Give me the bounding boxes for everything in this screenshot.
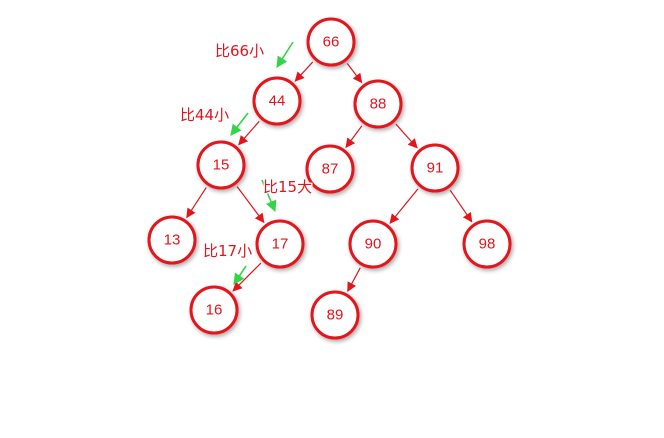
node-circle: [353, 79, 403, 129]
tree-node-98: 98: [462, 219, 512, 269]
edge-n90-n89: [347, 267, 361, 293]
node-label: 17: [272, 236, 289, 253]
node-label: 16: [206, 302, 223, 319]
edge-n66-n44: [294, 61, 314, 82]
edge-n91-n90: [389, 188, 419, 224]
tree-node-16: 16: [189, 285, 239, 335]
node-label: 15: [213, 157, 230, 174]
edges-layer: [186, 61, 473, 293]
node-label: 44: [269, 93, 286, 110]
edge-n88-n91: [395, 123, 418, 149]
comparison-annotation: 比15大: [263, 178, 312, 196]
node-circle: [147, 215, 197, 265]
green-hint-arrow: [230, 112, 249, 136]
tree-node-15: 15: [196, 140, 246, 190]
node-label: 91: [427, 160, 444, 177]
node-circle: [348, 219, 398, 269]
edge-n66-n88: [346, 63, 363, 84]
green-hint-arrow: [261, 179, 277, 213]
node-label: 90: [365, 236, 382, 253]
tree-node-91: 91: [410, 143, 460, 193]
tree-node-87: 87: [305, 144, 355, 194]
tree-node-44: 44: [252, 76, 302, 126]
node-circle: [305, 144, 355, 194]
tree-node-89: 89: [310, 290, 360, 340]
node-circle: [255, 219, 305, 269]
node-circle: [310, 290, 360, 340]
tree-node-66: 66: [306, 17, 356, 67]
edge-n44-n15: [238, 120, 260, 146]
node-label: 66: [323, 34, 340, 51]
node-label: 87: [322, 161, 339, 178]
green-hint-arrow: [276, 41, 294, 68]
node-label: 89: [327, 307, 344, 324]
comparison-annotation: 比17小: [203, 242, 252, 260]
nodes-layer: 66 44 88 15 87 91 13 17 90 98 16 89: [147, 17, 512, 340]
node-label: 88: [370, 96, 387, 113]
node-circle: [462, 219, 512, 269]
node-circle: [189, 285, 239, 335]
edge-n91-n98: [449, 189, 473, 223]
hint-arrows-layer: [230, 41, 294, 285]
node-circle: [306, 17, 356, 67]
green-hint-arrow: [233, 265, 247, 285]
edge-n88-n87: [345, 125, 363, 149]
node-label: 98: [479, 236, 496, 253]
edge-n17-n16: [232, 262, 262, 292]
node-label: 13: [164, 232, 181, 249]
edge-n15-n17: [236, 186, 265, 224]
node-circle: [196, 140, 246, 190]
node-circle: [410, 143, 460, 193]
edge-n15-n13: [186, 187, 207, 219]
tree-node-88: 88: [353, 79, 403, 129]
node-circle: [252, 76, 302, 126]
tree-node-13: 13: [147, 215, 197, 265]
tree-node-90: 90: [348, 219, 398, 269]
comparison-annotation: 比44小: [180, 106, 229, 124]
comparison-annotation: 比66小: [215, 42, 264, 60]
tree-node-17: 17: [255, 219, 305, 269]
